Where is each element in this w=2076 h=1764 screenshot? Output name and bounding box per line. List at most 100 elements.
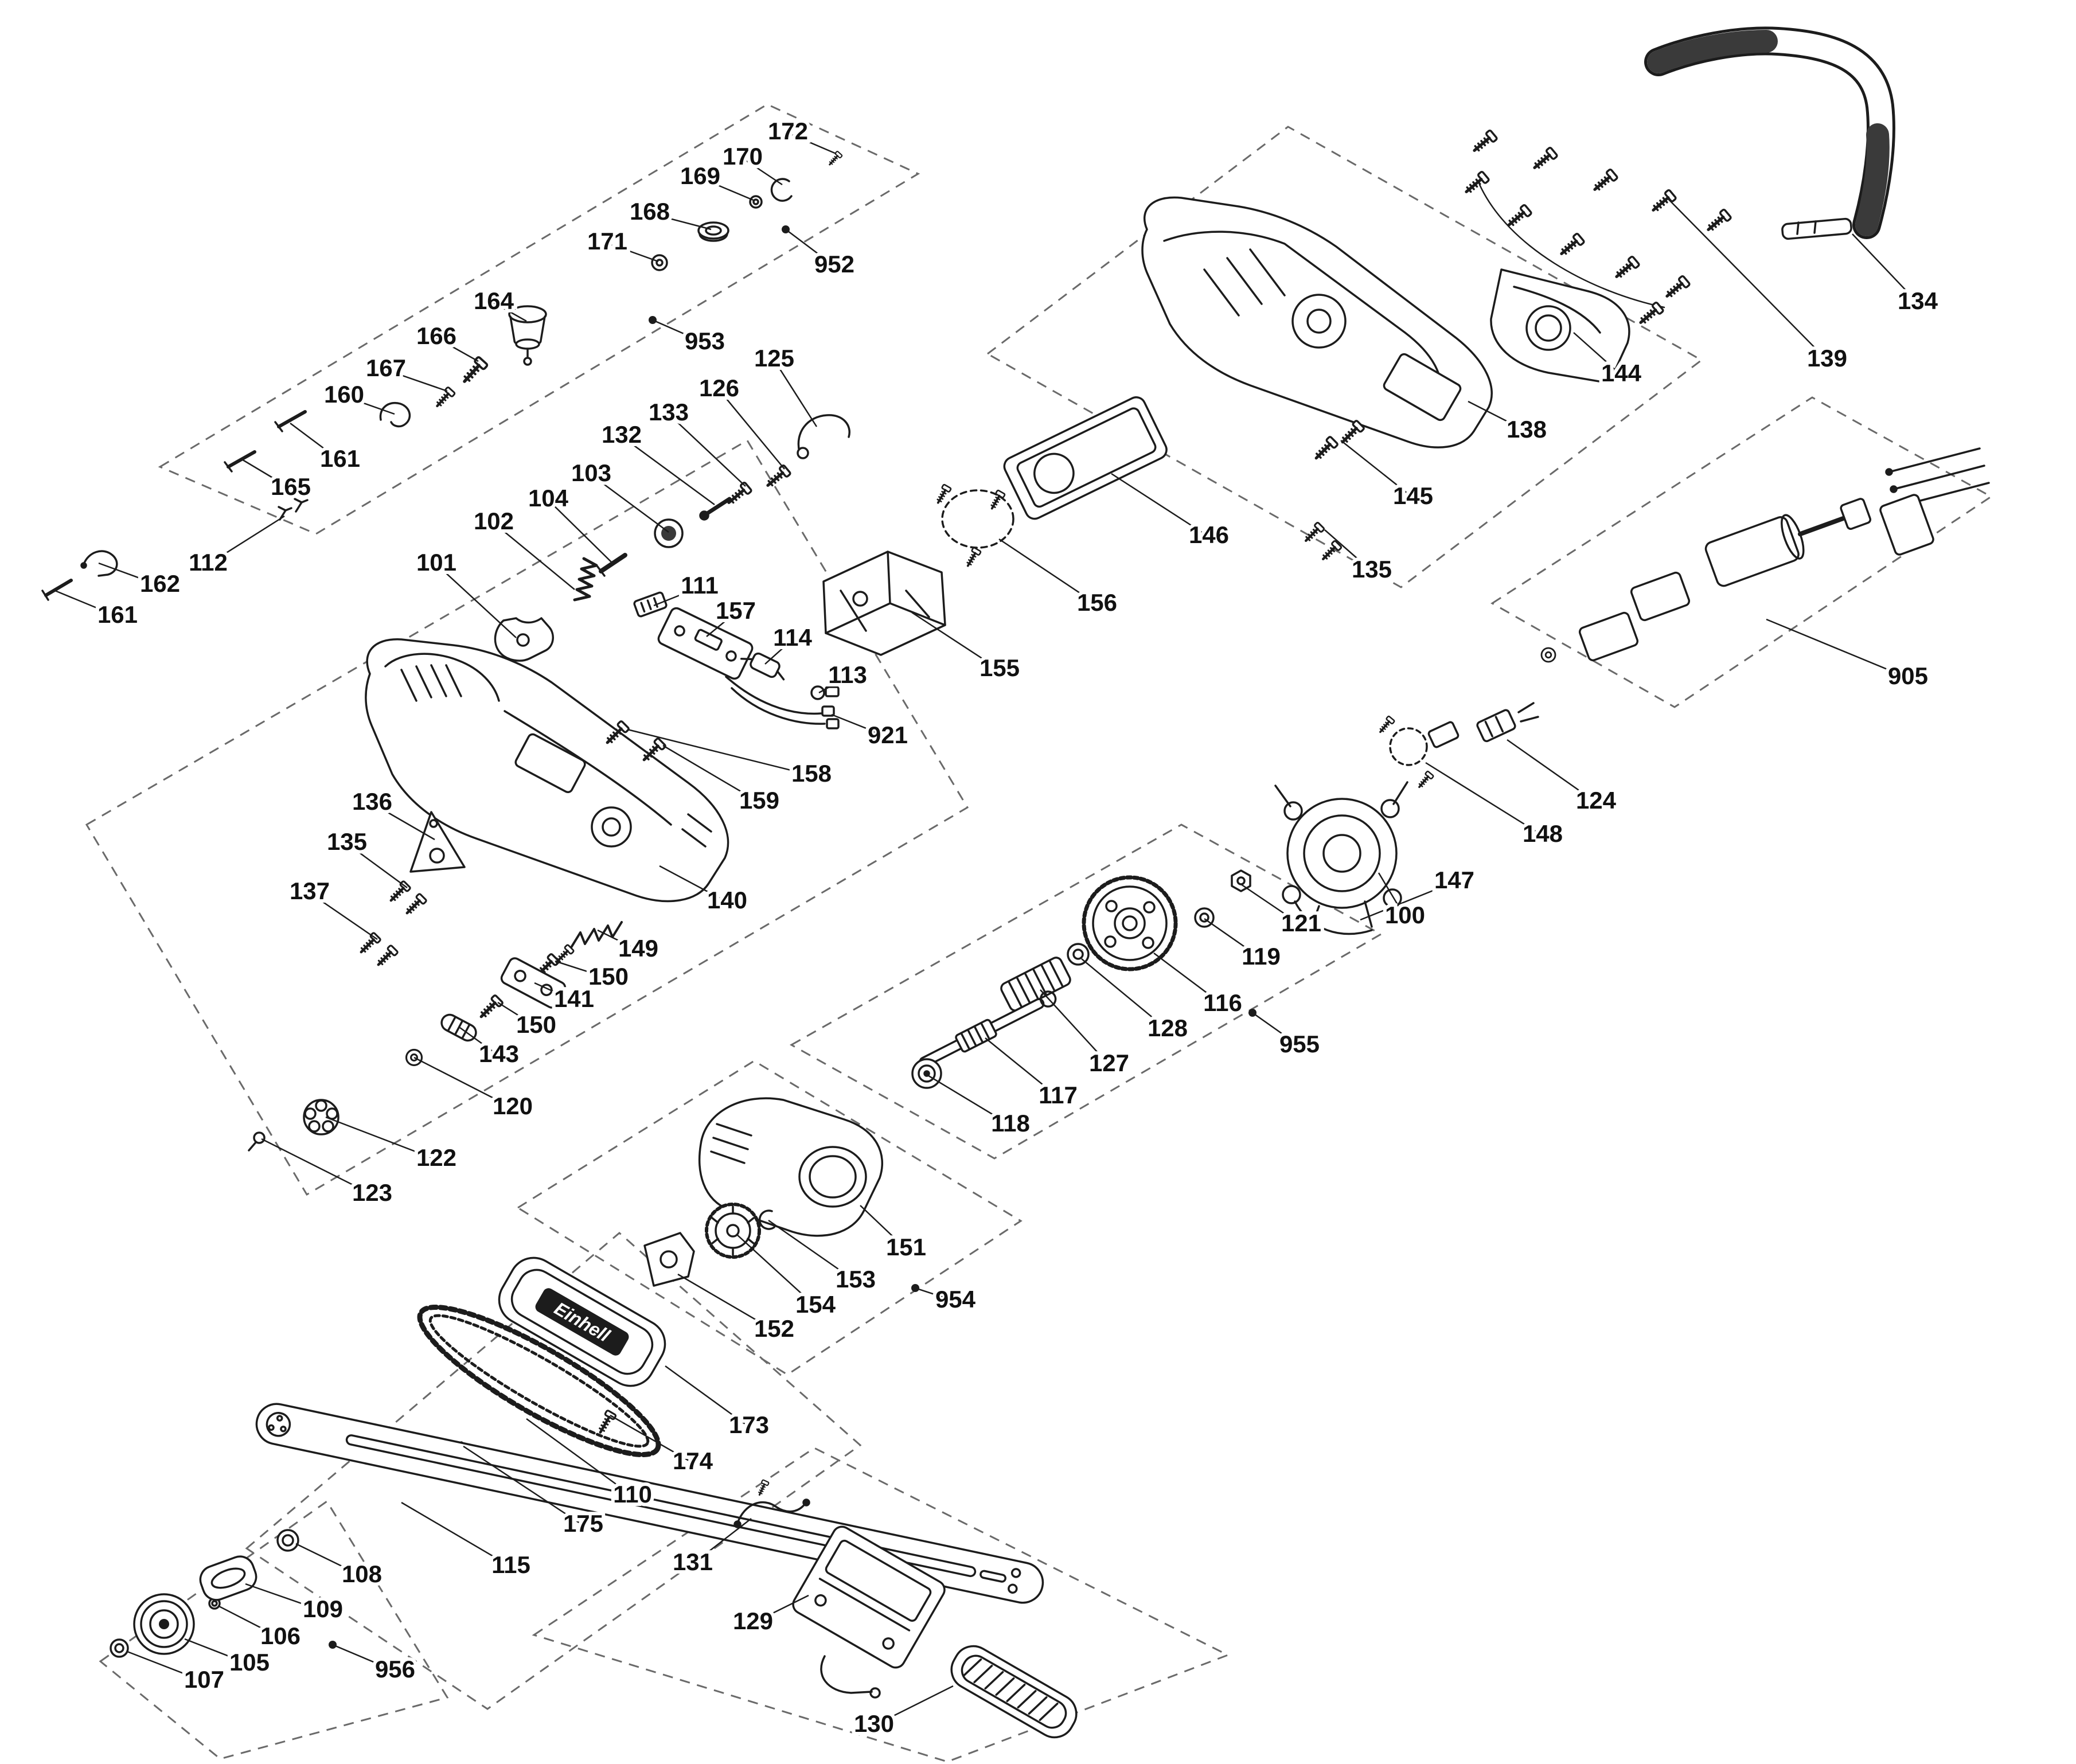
part-label-127: 127 (1089, 1049, 1129, 1076)
part-153-c-ring (758, 1209, 775, 1230)
leader-line-111 (653, 586, 700, 607)
leader-line-143 (459, 1027, 500, 1057)
part-label-952: 952 (814, 251, 854, 278)
leader-line-102 (493, 522, 575, 590)
part-173-sprocket-cover: Einhell (498, 1256, 666, 1387)
leader-line-175 (463, 1445, 584, 1527)
leader-line-107 (127, 1650, 205, 1683)
leader-line-156 (998, 538, 1098, 606)
leader-line-956 (332, 1644, 396, 1672)
part-label-143: 143 (479, 1040, 519, 1067)
part-105-tension-wheel (133, 1593, 195, 1655)
part-122-coupling (303, 1099, 340, 1135)
part-label-121: 121 (1281, 910, 1321, 936)
part-150-screws-b (477, 995, 503, 1021)
leader-line-134 (1852, 233, 1918, 303)
leader-line-169 (700, 177, 755, 202)
part-label-155: 155 (980, 654, 1020, 681)
leader-line-952 (785, 229, 835, 267)
leader-line-118 (926, 1074, 1011, 1126)
part-label-120: 120 (493, 1092, 533, 1119)
part-152-bracket (643, 1232, 695, 1287)
leader-line-106 (217, 1605, 281, 1639)
leader-line-160 (344, 395, 395, 415)
part-label-164: 164 (474, 287, 514, 314)
part-label-118: 118 (991, 1110, 1030, 1137)
part-label-147: 147 (1434, 867, 1474, 893)
boundary-service-kit-905 (1490, 396, 1993, 708)
part-114-capacitor (740, 652, 785, 681)
part-label-157: 157 (716, 597, 756, 624)
part-label-122: 122 (416, 1144, 456, 1171)
part-label-114: 114 (773, 624, 812, 651)
part-label-161: 161 (97, 601, 138, 628)
part-label-174: 174 (673, 1447, 713, 1474)
leader-line-153 (768, 1219, 856, 1282)
part-label-134: 134 (1898, 287, 1938, 314)
part-123-screw (248, 1131, 266, 1152)
part-112-bits (278, 498, 309, 521)
part-130-grip-cover (950, 1645, 1078, 1739)
part-label-145: 145 (1393, 482, 1433, 509)
part-label-905: 905 (1888, 662, 1928, 689)
leader-line-103 (591, 474, 669, 533)
ref-dot-953 (649, 316, 657, 324)
part-label-150: 150 (588, 963, 629, 990)
part-label-103: 103 (571, 459, 611, 486)
leader-line-150 (497, 1001, 537, 1028)
part-136-bracket (409, 811, 466, 873)
part-171-ring (651, 254, 668, 271)
part-170-c-ring (770, 178, 793, 202)
part-label-135: 135 (1352, 556, 1392, 583)
leader-line-157 (706, 612, 736, 637)
leader-line-161 (290, 422, 341, 462)
part-label-117: 117 (1039, 1082, 1078, 1109)
part-label-138: 138 (1507, 416, 1547, 443)
part-146-cover-plate (1003, 396, 1168, 520)
part-label-171: 171 (587, 228, 627, 255)
part-139-cable-screw-set (1462, 130, 1731, 327)
leader-line-137 (309, 892, 378, 940)
part-label-130: 130 (854, 1710, 894, 1737)
leader-line-145 (1340, 440, 1414, 498)
part-132-pin (699, 497, 732, 521)
leader-line-105 (184, 1638, 250, 1665)
part-label-115: 115 (491, 1551, 530, 1578)
part-label-125: 125 (754, 345, 794, 372)
leader-line-112 (208, 515, 285, 565)
part-label-113: 113 (828, 661, 867, 688)
leader-line-144 (1573, 332, 1622, 376)
part-138-motor-housing (1141, 196, 1493, 448)
part-label-139: 139 (1807, 345, 1847, 372)
part-label-101: 101 (416, 549, 456, 576)
boundary-chain-cover-group (245, 1232, 862, 1710)
part-165-pin (224, 450, 256, 473)
ref-dot-954 (911, 1284, 919, 1292)
part-110-saw-chain (417, 1304, 661, 1458)
part-101-bracket (494, 617, 554, 662)
leader-line-113 (818, 676, 848, 694)
part-label-953: 953 (685, 327, 725, 354)
leader-line-131 (692, 1518, 752, 1564)
part-164-oil-cap (508, 305, 547, 366)
leader-line-120 (413, 1056, 513, 1109)
part-102-spring (573, 557, 598, 602)
part-label-154: 154 (795, 1291, 836, 1318)
part-label-109: 109 (303, 1595, 343, 1622)
part-label-131: 131 (673, 1548, 713, 1575)
leader-line-158 (627, 728, 812, 776)
part-117-worm-shaft (919, 990, 1057, 1068)
leader-line-114 (764, 639, 793, 665)
leader-line-165 (240, 458, 291, 490)
part-label-133: 133 (649, 399, 689, 426)
part-label-136: 136 (352, 788, 392, 815)
leader-line-123 (261, 1138, 373, 1196)
part-label-100: 100 (1385, 901, 1425, 928)
leader-line-953 (652, 319, 705, 344)
boundary-motor-cover-group (516, 1060, 1023, 1376)
leader-line-119 (1204, 918, 1262, 959)
part-label-158: 158 (791, 760, 832, 787)
part-174-screw (596, 1410, 616, 1435)
leader-line-135 (1324, 529, 1372, 572)
leader-line-164 (493, 302, 527, 322)
